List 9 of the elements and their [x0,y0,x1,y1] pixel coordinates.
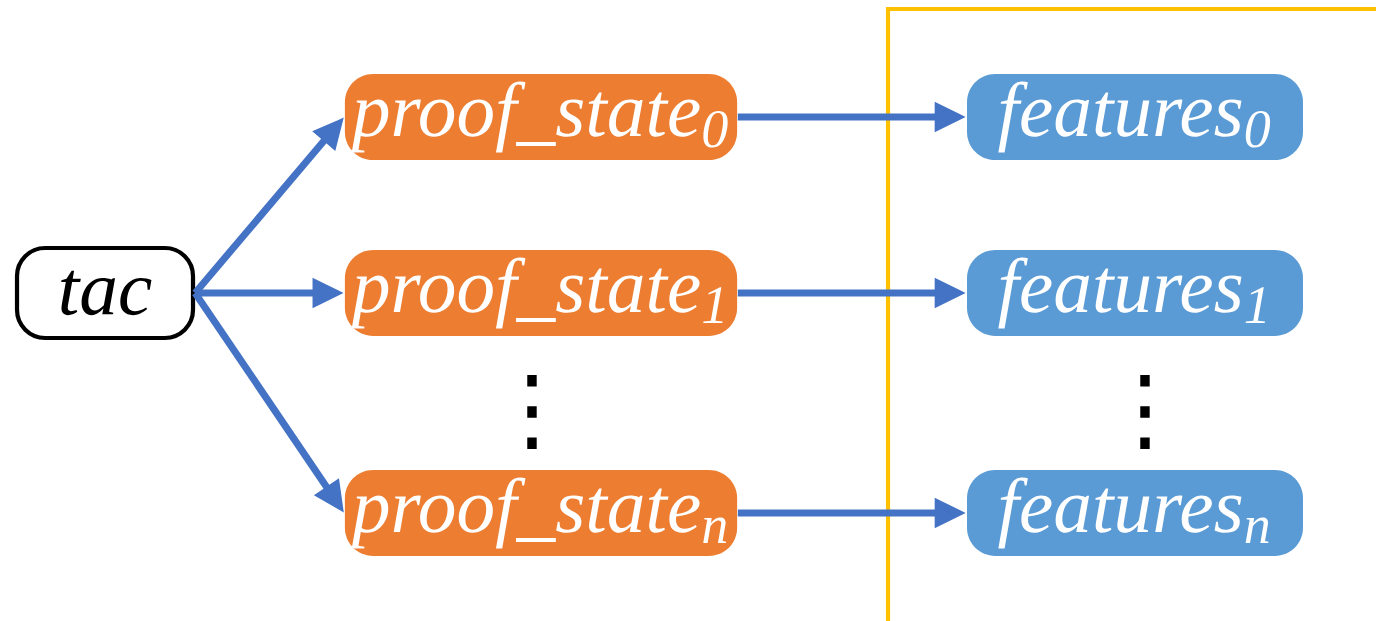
start-box: tac [14,245,196,341]
features-box: features$_{0}$ [967,74,1303,160]
ellipsis: ⋮ [1140,375,1150,449]
proof-state-box: proof_state$_{n}$ [344,470,738,556]
proof-state-box: proof_state$_{1}$ [344,250,738,336]
proof-state-box: proof_state$_{0}$ [344,74,738,160]
ellipsis: ⋮ [527,375,537,449]
features-box: features$_{n}$ [967,470,1303,556]
features-box: features$_{1}$ [967,250,1303,336]
